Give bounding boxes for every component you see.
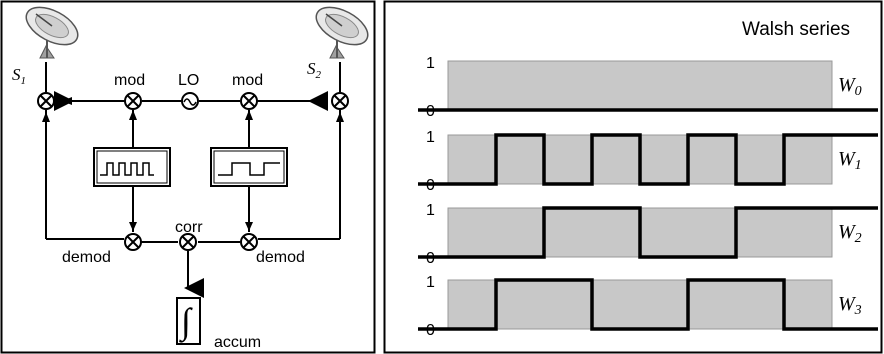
demod-right-label: demod <box>256 249 305 266</box>
mixer-s1-icon <box>37 92 55 110</box>
local-oscillator-icon <box>181 92 199 110</box>
mod-right-label: mod <box>232 72 263 89</box>
mixer-demod-right-icon <box>240 233 258 251</box>
level-low-label: 0 <box>426 103 435 120</box>
mixer-mod-right-icon <box>240 92 258 110</box>
antenna-right-label: S2 <box>307 59 322 81</box>
signal-wires <box>45 62 341 298</box>
walsh-row-1: 1 0 W1 <box>418 129 878 194</box>
dish-antenna-right-icon <box>315 6 369 59</box>
walsh-generator-right <box>210 147 288 187</box>
walsh-row-2: 1 0 W2 <box>418 202 878 267</box>
series-label: W1 <box>838 148 862 173</box>
level-low-label: 0 <box>426 250 435 267</box>
corr-label: corr <box>175 219 203 236</box>
level-low-label: 0 <box>426 322 435 339</box>
level-high-label: 1 <box>426 129 435 146</box>
accum-label: accum <box>214 334 261 351</box>
integral-icon: ∫ <box>179 301 193 343</box>
series-label: W2 <box>838 221 862 246</box>
walsh-waveform <box>418 206 878 259</box>
series-label: W3 <box>838 293 862 318</box>
mixer-corr-icon <box>179 233 197 251</box>
left-panel: S1 S2 <box>0 0 376 354</box>
mixer-icons <box>37 92 349 251</box>
series-label: W0 <box>838 74 862 99</box>
mixer-mod-left-icon <box>124 92 142 110</box>
walsh-waveform <box>418 133 878 186</box>
accumulator: ∫ <box>176 297 201 345</box>
dish-antenna-left-icon <box>25 6 79 59</box>
walsh-waveform <box>418 278 878 331</box>
lo-label: LO <box>178 72 199 89</box>
walsh-generator-left <box>93 147 171 187</box>
mixer-s2-icon <box>331 92 349 110</box>
walsh-row-3: 1 0 W3 <box>418 274 878 339</box>
level-high-label: 1 <box>426 274 435 291</box>
level-low-label: 0 <box>426 177 435 194</box>
walsh-row-background <box>447 279 833 330</box>
walsh-row-background <box>447 60 833 111</box>
walsh-title: Walsh series <box>742 19 850 40</box>
walsh-row-0: 1 0 W0 <box>418 55 878 120</box>
demod-left-label: demod <box>62 249 111 266</box>
antenna-left-label: S1 <box>12 65 26 87</box>
mod-left-label: mod <box>114 72 145 89</box>
level-high-label: 1 <box>426 202 435 219</box>
mixer-demod-left-icon <box>124 233 142 251</box>
arrowheads <box>42 97 344 231</box>
level-high-label: 1 <box>426 55 435 72</box>
